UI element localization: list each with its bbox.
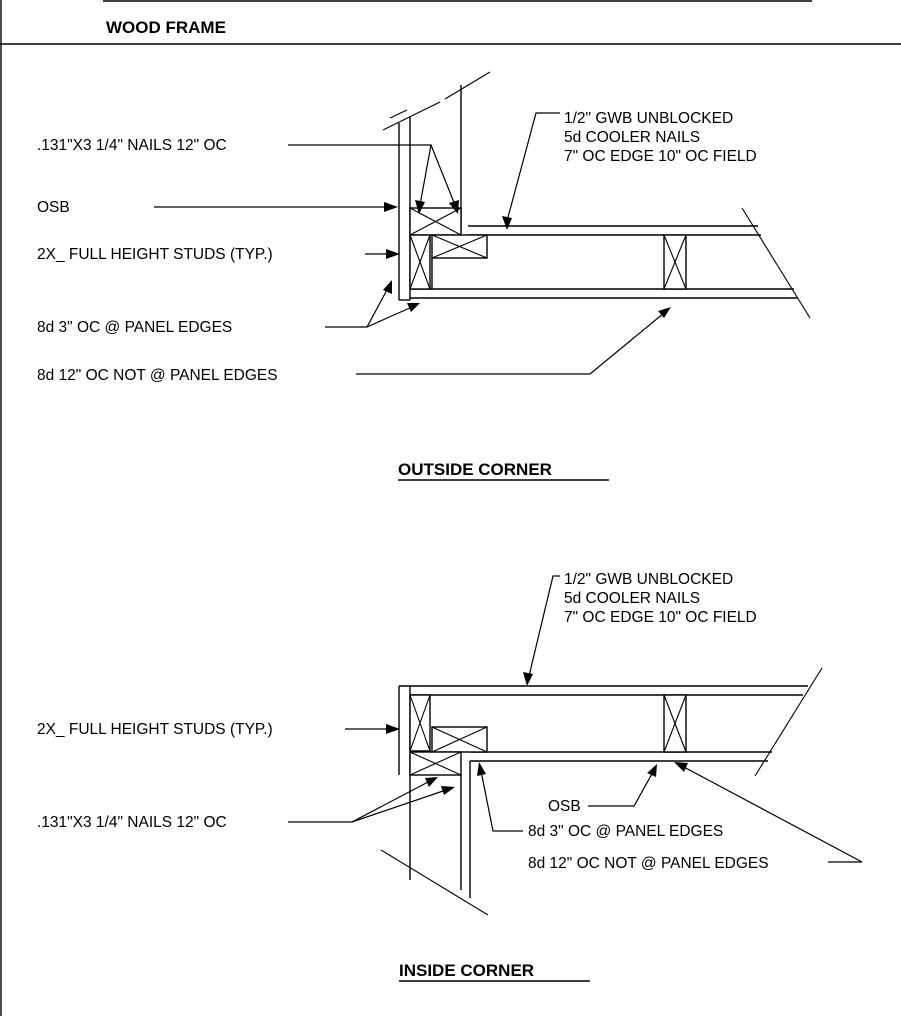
outside-edge-nailing-label: 8d 3" OC @ PANEL EDGES [37, 319, 232, 336]
outside-gwb-label-line3: 7" OC EDGE 10" OC FIELD [564, 148, 757, 165]
inside-edge-nailing-label: 8d 3" OC @ PANEL EDGES [528, 823, 723, 840]
inside-gwb-label-line2: 5d COOLER NAILS [564, 590, 700, 607]
inside-gwb-label-line3: 7" OC EDGE 10" OC FIELD [564, 609, 757, 626]
inside-osb-label: OSB [548, 798, 581, 815]
inside-corner-title: INSIDE CORNER [399, 961, 534, 980]
outside-field-nailing-label: 8d 12" OC NOT @ PANEL EDGES [37, 367, 278, 384]
inside-corner-detail: 1/2" GWB UNBLOCKED 5d COOLER NAILS 7" OC… [37, 571, 863, 982]
inside-field-nailing-label: 8d 12" OC NOT @ PANEL EDGES [528, 855, 769, 872]
outside-studs-label: 2X_ FULL HEIGHT STUDS (TYP.) [37, 246, 273, 263]
sheet-title: WOOD FRAME [106, 18, 226, 37]
outside-corner-detail: 1/2" GWB UNBLOCKED 5d COOLER NAILS 7" OC… [37, 71, 811, 481]
inside-gwb-label-line1: 1/2" GWB UNBLOCKED [564, 571, 733, 588]
inside-nails-label: .131"X3 1/4" NAILS 12" OC [37, 814, 227, 831]
outside-osb-label: OSB [37, 199, 70, 216]
outside-gwb-label-line1: 1/2" GWB UNBLOCKED [564, 110, 733, 127]
outside-nails-label: .131"X3 1/4" NAILS 12" OC [37, 137, 227, 154]
inside-studs-label: 2X_ FULL HEIGHT STUDS (TYP.) [37, 721, 273, 738]
outside-gwb-label-line2: 5d COOLER NAILS [564, 129, 700, 146]
outside-corner-title: OUTSIDE CORNER [398, 460, 552, 479]
